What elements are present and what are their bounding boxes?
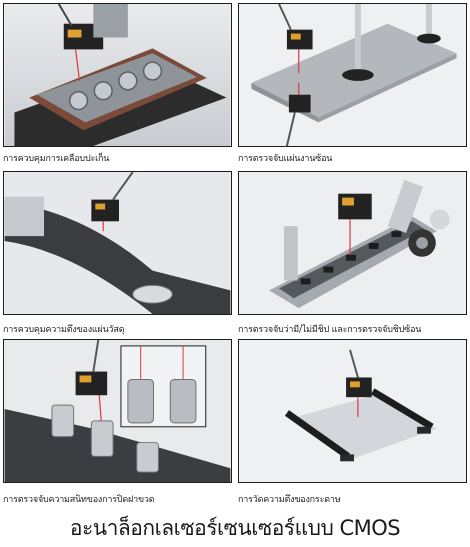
- panel-chip-presence: [238, 171, 467, 315]
- caption-paper-tension: การวัดความตึงของกระดาษ: [238, 495, 341, 505]
- bottle-cap-illustration: [4, 340, 231, 482]
- chip-presence-illustration: [239, 172, 466, 314]
- caption-chip-presence: การตรวจจับว่ามี/ไม่มีชิป และการตรวจจับชิ…: [238, 325, 422, 335]
- film-tension-illustration: [4, 172, 231, 314]
- footer-title: อะนาล็อกเลเซอร์เซนเซอร์แบบ CMOS: [69, 516, 401, 540]
- panel-film-tension: [3, 171, 232, 315]
- paper-tension-illustration: [239, 340, 466, 482]
- panel-gasket-coating: [3, 3, 232, 147]
- gasket-coating-illustration: [4, 4, 231, 146]
- panel-bottle-cap: [3, 339, 232, 483]
- caption-bottle-cap: การตรวจจับความสนิทของการปิดฝาขวด: [3, 495, 155, 505]
- panel-sheet-overlap: [238, 3, 467, 147]
- caption-gasket-coating: การควบคุมการเคลือบปะเก็น: [3, 154, 110, 164]
- caption-sheet-overlap: การตรวจจับแผ่นงานซ้อน: [238, 154, 333, 164]
- caption-film-tension: การควบคุมความตึงของแผ่นวัสดุ: [3, 325, 125, 335]
- panel-paper-tension: [238, 339, 467, 483]
- sheet-overlap-illustration: [239, 4, 466, 146]
